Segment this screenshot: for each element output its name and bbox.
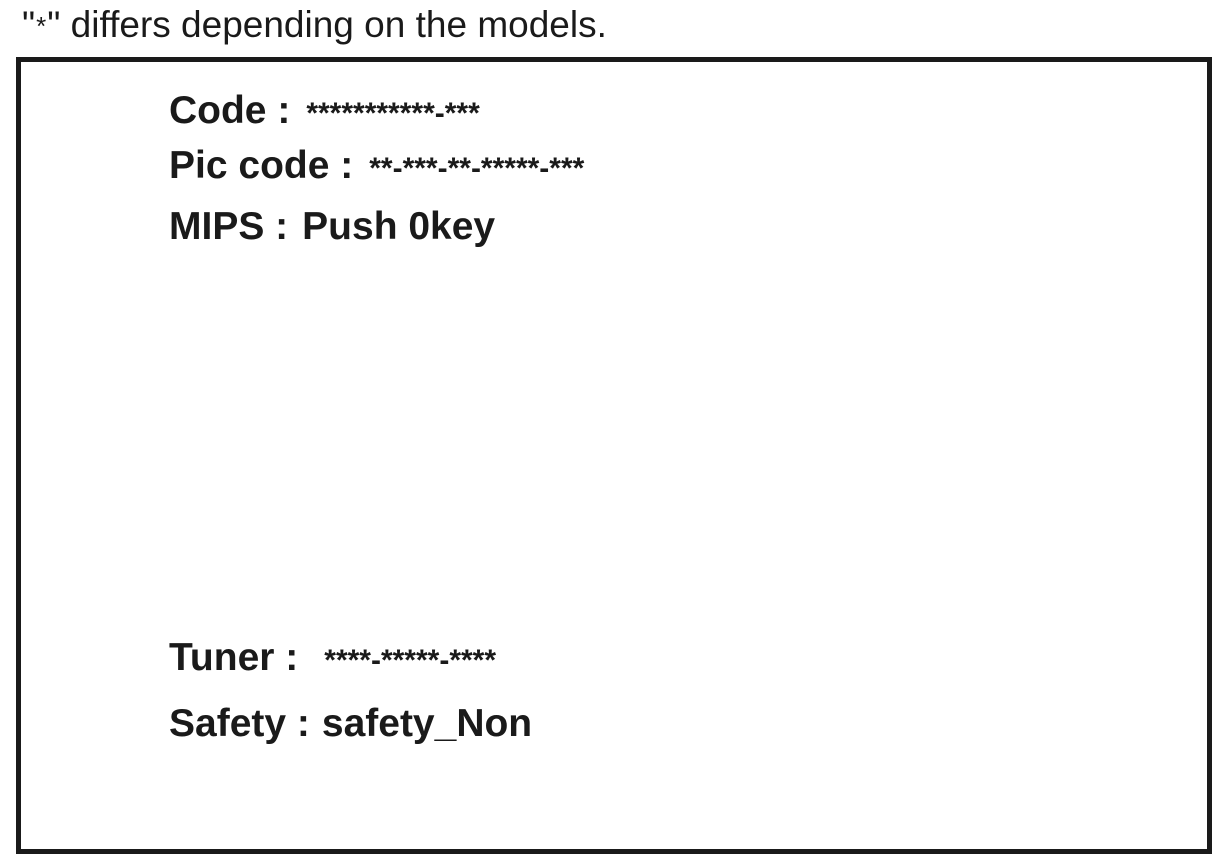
service-info-screen: Code : ***********-*** Pic code : **-***-*… <box>16 57 1212 854</box>
mips-row: MIPS : Push 0key <box>169 205 495 249</box>
code-label: Code : <box>169 89 291 132</box>
mips-label: MIPS : <box>169 205 289 248</box>
safety-row: Safety : safety_Non <box>169 702 532 746</box>
code-value: ***********-*** <box>306 97 480 130</box>
asterisk-mark: * <box>36 11 47 41</box>
model-note: "*" differs depending on the models. <box>22 2 607 51</box>
pic-code-row: Pic code : **-***-**-*****-*** <box>169 144 584 188</box>
tuner-value: ****-*****-**** <box>324 644 497 677</box>
tuner-row: Tuner : ****-*****-**** <box>169 636 496 680</box>
tuner-label: Tuner : <box>169 636 299 679</box>
safety-label: Safety : <box>169 702 310 745</box>
code-row: Code : ***********-*** <box>169 89 480 133</box>
safety-value: safety_Non <box>321 702 533 745</box>
pic-code-label: Pic code : <box>169 144 354 187</box>
pic-code-value: **-***-**-*****-*** <box>369 152 585 185</box>
note-text: " differs depending on the models. <box>47 4 607 45</box>
mips-value: Push 0key <box>302 205 496 248</box>
note-prefix: " <box>22 4 36 45</box>
